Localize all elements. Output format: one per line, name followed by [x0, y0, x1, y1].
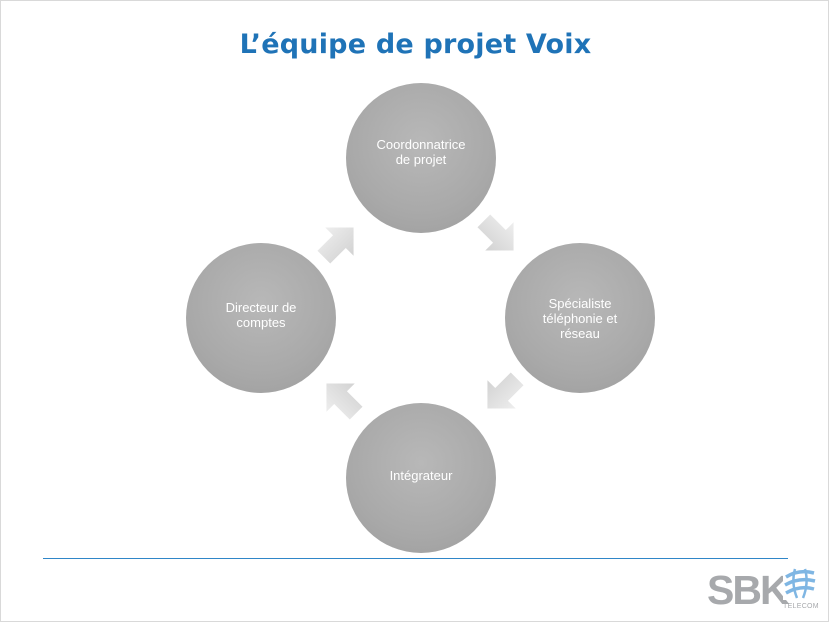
node-label: Coordonnatrice de projet [376, 137, 466, 167]
sbk-logo: SBK TELECOM [707, 567, 819, 615]
node-directeur: Directeur de comptes [186, 243, 336, 393]
logo-sub: TELECOM [783, 603, 819, 610]
node-label: Intégrateur [389, 467, 453, 483]
arrow-bottom-to-left [326, 383, 363, 420]
globe-icon [783, 567, 816, 600]
arrow-left-to-top [317, 227, 354, 264]
node-label: Spécialiste téléphonie et réseau [542, 295, 618, 341]
node-integrateur: Intégrateur [346, 403, 496, 553]
logo-word: SBK [707, 567, 790, 613]
node-label: Directeur de comptes [225, 300, 297, 330]
footer-rule [43, 558, 788, 559]
node-coordonnatrice: Coordonnatrice de projet [346, 83, 496, 233]
slide-title: L’équipe de projet Voix [239, 29, 592, 60]
arrow-top-to-right [477, 214, 514, 251]
arrow-right-to-bottom [487, 372, 524, 409]
node-specialiste: Spécialiste téléphonie et réseau [505, 243, 655, 393]
